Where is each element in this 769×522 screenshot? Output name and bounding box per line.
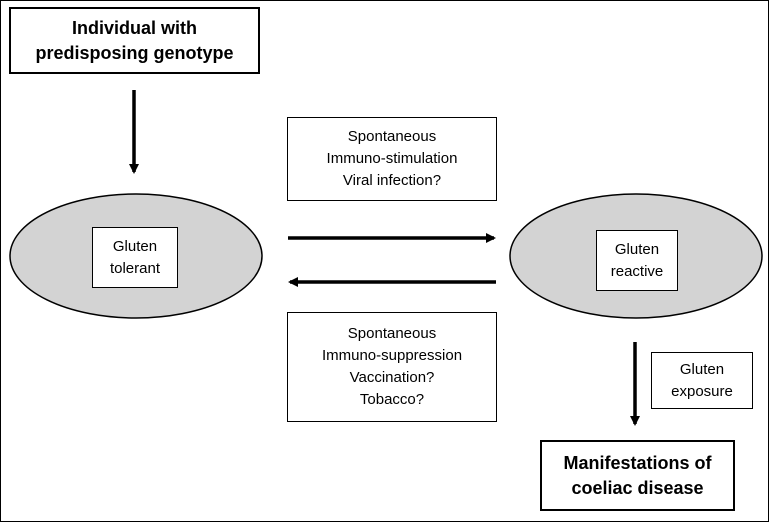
exposure-label: Gluten exposure	[671, 360, 733, 400]
reactive-box: Gluten reactive	[596, 230, 678, 291]
suppression-label: Spontaneous Immuno-suppression Vaccinati…	[321, 325, 463, 408]
reactive-label: Gluten reactive	[610, 240, 664, 280]
stimulation-label: Spontaneous Immuno-stimulation Viral inf…	[326, 128, 458, 189]
genotype-box: Individual with predisposing genotype	[9, 7, 260, 74]
exposure-box: Gluten exposure	[651, 352, 753, 409]
tolerant-box: Gluten tolerant	[92, 227, 178, 288]
manifestations-label: Manifestations of coeliac disease	[563, 452, 712, 498]
suppression-box: Spontaneous Immuno-suppression Vaccinati…	[287, 312, 497, 422]
manifestations-box: Manifestations of coeliac disease	[540, 440, 735, 511]
tolerant-label: Gluten tolerant	[109, 237, 161, 277]
genotype-label: Individual with predisposing genotype	[35, 17, 234, 63]
stimulation-box: Spontaneous Immuno-stimulation Viral inf…	[287, 117, 497, 201]
